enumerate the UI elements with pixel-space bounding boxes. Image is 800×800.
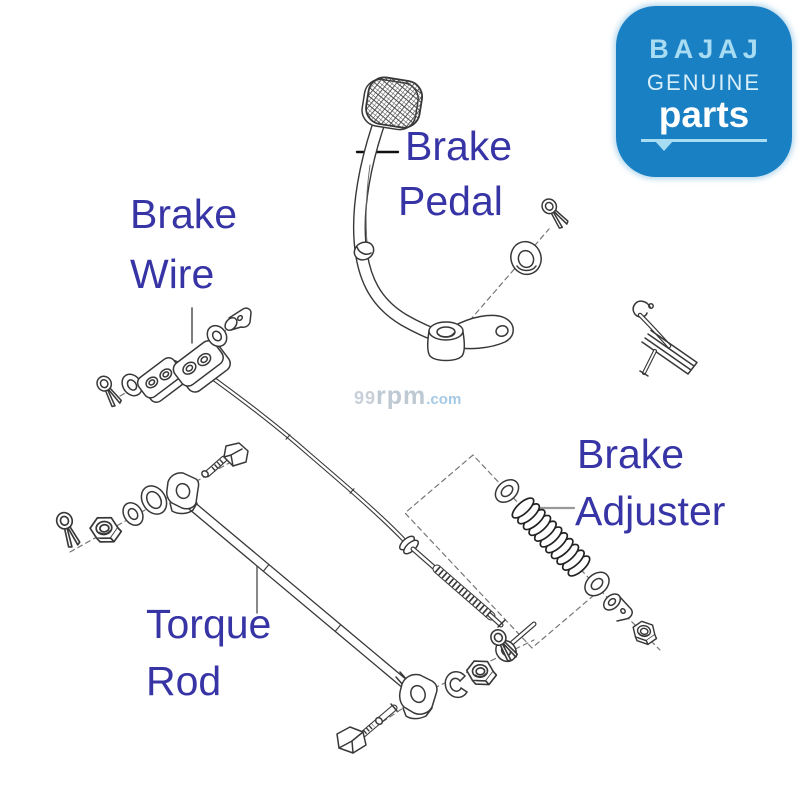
label-brake-adjuster-line2: Adjuster	[575, 488, 726, 534]
adjuster-barrel	[602, 593, 633, 622]
torque-rod-part	[186, 500, 417, 695]
torque-rod-bolt-bottom	[336, 703, 398, 754]
pedal-pad	[361, 76, 424, 131]
pedal-pivot-boss	[426, 321, 466, 362]
logo-parts-text: parts	[658, 94, 750, 135]
watermark-prefix: 99	[354, 388, 377, 408]
hook-part	[632, 300, 698, 377]
label-brake-wire-line2: Wire	[130, 251, 215, 297]
pedal-spring-hole	[353, 241, 375, 261]
watermark-brand: rpm	[376, 382, 427, 410]
wire-clevis-block	[172, 340, 231, 393]
watermark-suffix: .com	[426, 391, 462, 408]
torque-rod-washer-large	[140, 485, 168, 515]
torque-rod-cotter-pin-top	[53, 509, 83, 550]
label-torque-rod-line1: Torque	[146, 601, 272, 647]
brake-pedal-part	[352, 76, 514, 362]
wire-cotter-pin	[93, 372, 124, 410]
torque-rod-eye-bottom	[395, 671, 438, 720]
bajaj-genuine-parts-logo: BAJAJ GENUINE parts	[616, 6, 792, 177]
logo-underline-arrow	[655, 141, 673, 151]
adjuster-washer-bottom	[584, 571, 610, 597]
label-torque-rod-line2: Rod	[146, 658, 222, 704]
label-brake-adjuster-line1: Brake	[577, 431, 685, 477]
label-brake-pedal-line1: Brake	[405, 123, 513, 169]
pedal-cotter-pin	[538, 195, 571, 231]
torque-rod-spring-washer	[444, 671, 468, 699]
torque-rod-nut-bottom	[465, 658, 498, 688]
adjuster-spring	[511, 497, 591, 577]
brake-wire-cable	[204, 371, 537, 663]
logo-brand-text: BAJAJ	[649, 34, 763, 64]
adjuster-washer-top	[494, 479, 520, 503]
logo-underline	[641, 139, 767, 151]
torque-rod-eye-top	[166, 472, 200, 515]
torque-rod-washer-small	[122, 502, 144, 526]
torque-rod-bolt-top	[201, 442, 249, 478]
wire-barrel-pin	[224, 307, 252, 332]
label-brake-pedal-line2: Pedal	[398, 178, 503, 224]
adjuster-nut	[629, 619, 661, 647]
wire-threaded-end	[432, 564, 496, 621]
pedal-washer	[510, 240, 542, 276]
logo-genuine-text: GENUINE	[646, 70, 762, 95]
torque-rod-nut-top	[87, 513, 124, 546]
wire-washer-right	[206, 324, 228, 348]
label-brake-wire-line1: Brake	[130, 191, 238, 237]
